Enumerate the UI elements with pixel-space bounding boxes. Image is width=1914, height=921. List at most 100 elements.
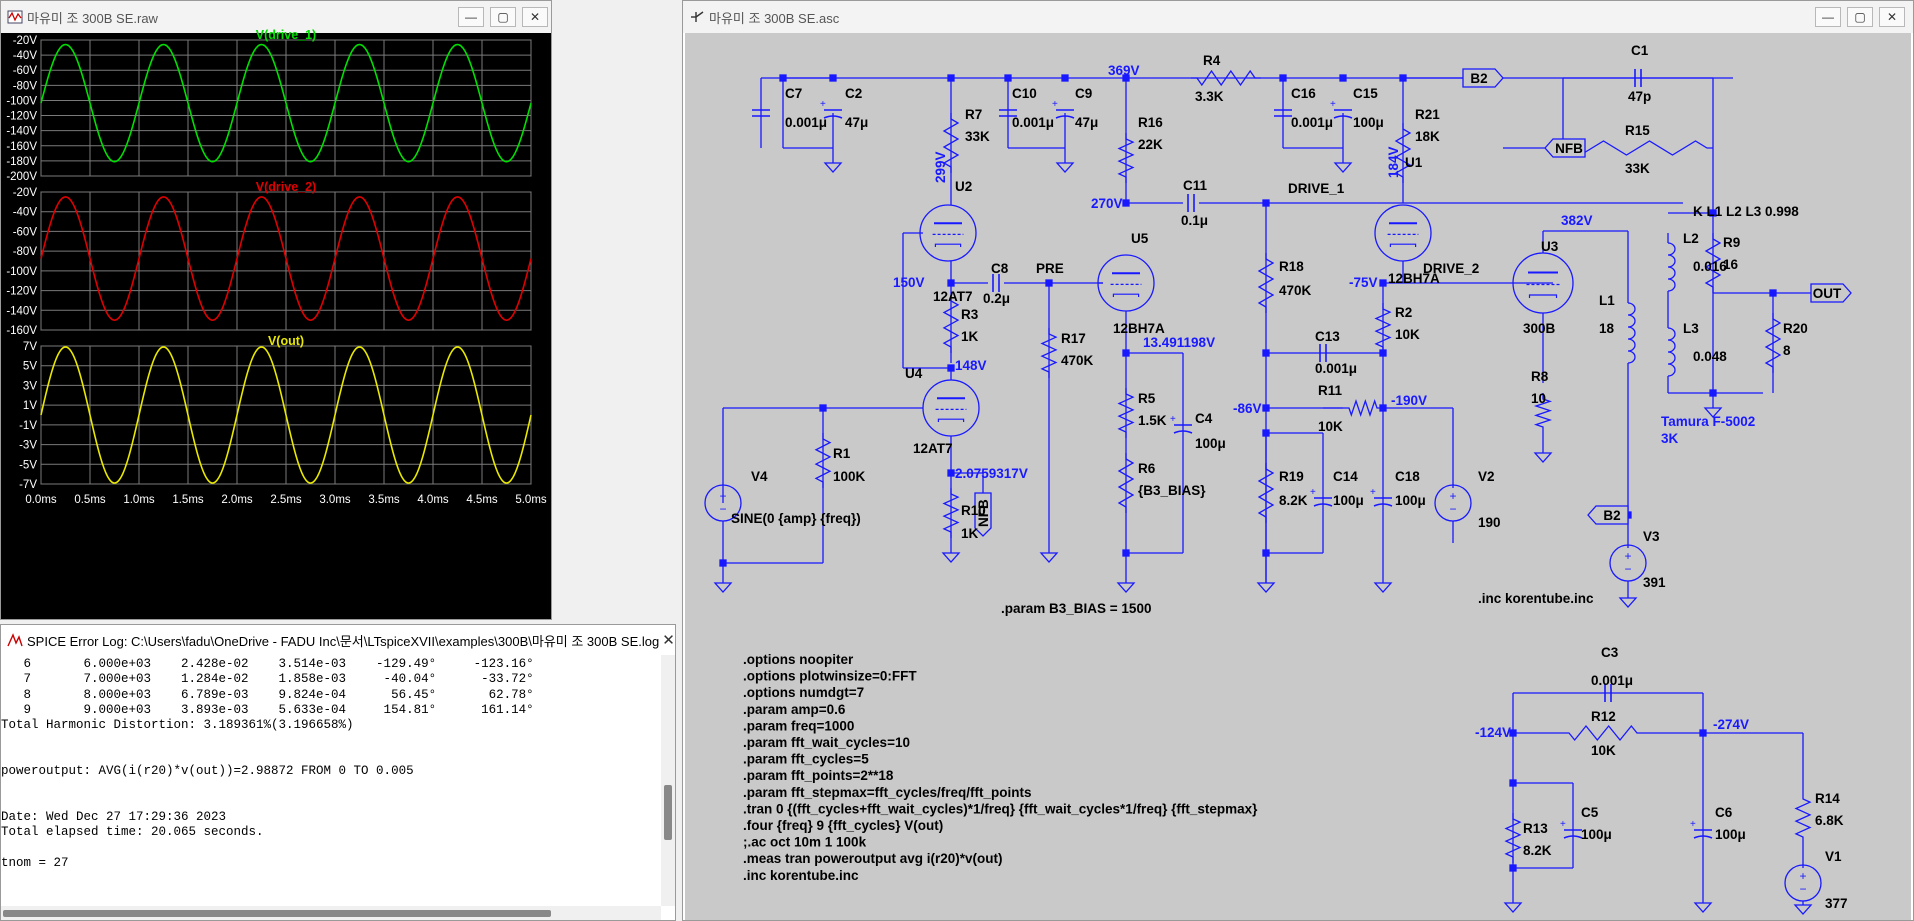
ground-symbol <box>1793 904 1813 915</box>
polarity-mark: − <box>1799 882 1806 896</box>
x-tick-label: 4.0ms <box>417 494 449 506</box>
schematic-minimize-button[interactable]: — <box>1815 7 1841 27</box>
y-tick-label: -7V <box>19 479 37 491</box>
ground-symbol <box>1533 452 1553 463</box>
trace-line[interactable] <box>40 43 532 163</box>
log-horizontal-scrollbar[interactable] <box>1 906 661 920</box>
component-value: 8 <box>1783 343 1791 358</box>
node-voltage: 369V <box>1108 63 1140 78</box>
component-ref: U5 <box>1131 231 1149 246</box>
component-value: 470K <box>1061 353 1094 368</box>
y-tick-label: 3V <box>23 380 37 392</box>
voltage-source-symbol <box>1434 484 1472 522</box>
close-button[interactable]: ✕ <box>522 7 548 27</box>
component-value: 10K <box>1318 419 1343 434</box>
node-voltage: 270V <box>1091 196 1123 211</box>
log-close-button[interactable]: ✕ <box>662 632 675 649</box>
polarity-mark: + <box>1799 869 1806 883</box>
maximize-button[interactable]: ▢ <box>490 7 516 27</box>
component-value: 18K <box>1415 129 1440 144</box>
spice-directive: .param fft_wait_cycles=10 <box>743 735 910 750</box>
node-voltage: 150V <box>893 275 925 290</box>
polarity-mark: + <box>1310 487 1316 498</box>
ground-symbol <box>1618 597 1638 608</box>
plot-area[interactable]: -20V-40V-60V-80V-100V-120V-140V-160V-180… <box>1 28 551 619</box>
polarity-mark: − <box>1624 562 1631 576</box>
component-ref: C1 <box>1631 43 1649 58</box>
component-value: 0.001μ <box>1315 361 1357 376</box>
node-voltage: -124V <box>1475 725 1511 740</box>
schematic-canvas[interactable]: +C70.001μC247μR733K+C100.001μC947μ369VR1… <box>683 33 1913 920</box>
log-vertical-scrollbar[interactable] <box>661 655 675 906</box>
trace-title[interactable]: V(drive_1) <box>256 28 316 42</box>
junction-dot <box>1004 74 1012 82</box>
component-value: 12BH7A <box>1388 271 1440 286</box>
component-value: 100μ <box>1715 827 1746 842</box>
ground-symbol <box>941 552 961 563</box>
component-value: 0.001μ <box>785 115 827 130</box>
y-tick-label: -80V <box>13 246 38 258</box>
net-label: OUT <box>1813 286 1842 301</box>
trace-title[interactable]: V(drive_2) <box>256 180 316 194</box>
schematic-close-button[interactable]: ✕ <box>1879 7 1905 27</box>
polarity-mark: + <box>1052 99 1058 110</box>
trace-line[interactable] <box>40 346 532 484</box>
trace-line[interactable] <box>40 196 532 321</box>
component-value: 100μ <box>1581 827 1612 842</box>
polarity-mark: + <box>1624 549 1631 563</box>
component-ref: L2 <box>1683 231 1699 246</box>
y-tick-label: -1V <box>19 420 37 432</box>
minimize-button[interactable]: — <box>458 7 484 27</box>
y-tick-label: -3V <box>19 440 37 452</box>
schematic-parts <box>704 68 1852 915</box>
component-value: 12BH7A <box>1113 321 1165 336</box>
junction-dot <box>1339 74 1347 82</box>
log-vscroll-thumb[interactable] <box>664 785 672 840</box>
log-text-area[interactable]: 6 6.000e+03 2.428e-02 3.514e-03 -129.49°… <box>1 655 661 906</box>
capacitor-plate <box>1333 115 1353 119</box>
component-ref: R13 <box>1523 821 1548 836</box>
component-ref: R16 <box>1138 115 1163 130</box>
x-tick-label: 2.5ms <box>270 494 302 506</box>
component-ref: R1 <box>833 446 851 461</box>
component-ref: C3 <box>1601 645 1619 660</box>
component-ref: C13 <box>1315 329 1340 344</box>
log-line: Total Harmonic Distortion: 3.189361%(3.1… <box>1 718 354 733</box>
y-tick-label: -120V <box>6 111 37 123</box>
polarity-mark: + <box>820 99 826 110</box>
net-port <box>1810 283 1852 303</box>
capacitor-plate <box>1373 503 1393 507</box>
log-line: 8 8.000e+03 6.789e-03 9.824e-04 56.45° 6… <box>1 687 534 702</box>
schematic-maximize-button[interactable]: ▢ <box>1847 7 1873 27</box>
net-label: DRIVE_1 <box>1288 181 1345 196</box>
spice-directive: .param fft_points=2**18 <box>743 768 894 783</box>
ground-symbol <box>1503 902 1523 913</box>
net-port <box>1462 68 1504 88</box>
component-value: 1K <box>961 329 979 344</box>
waveform-plots[interactable]: -20V-40V-60V-80V-100V-120V-140V-160V-180… <box>1 28 551 619</box>
y-tick-label: -40V <box>13 50 38 62</box>
log-titlebar[interactable]: SPICE Error Log: C:\Users\fadu\OneDrive … <box>1 625 675 655</box>
log-line: poweroutput: AVG(i(r20)*v(out))=2.98872 … <box>1 764 414 779</box>
net-port <box>1544 138 1586 158</box>
junction-dot <box>1262 549 1270 557</box>
node-voltage: -274V <box>1713 717 1749 732</box>
ground-symbol <box>1039 552 1059 563</box>
trace-title[interactable]: V(out) <box>268 334 304 348</box>
net-port <box>1587 505 1629 525</box>
component-ref: C16 <box>1291 86 1316 101</box>
waveform-window: 마유미 조 300B SE.raw — ▢ ✕ -20V-40V-60V-80V… <box>0 0 552 620</box>
log-hscroll-thumb[interactable] <box>3 910 551 917</box>
capacitor-plate <box>1173 430 1193 434</box>
component-value: 0.1μ <box>1181 213 1208 228</box>
vacuum-tube-symbol <box>1512 252 1574 314</box>
coupling-directive: K L1 L2 L3 0.998 <box>1693 204 1799 219</box>
y-tick-label: -200V <box>6 171 37 183</box>
junction-dot <box>1509 864 1517 872</box>
component-ref: R12 <box>1591 709 1616 724</box>
schematic-titlebar[interactable]: 마유미 조 300B SE.asc — ▢ ✕ <box>683 1 1913 33</box>
spice-directive: .tran 0 {(fft_cycles+fft_wait_cycles)*1/… <box>743 801 1258 816</box>
component-value: 33K <box>965 129 990 144</box>
waveform-titlebar[interactable]: 마유미 조 300B SE.raw — ▢ ✕ <box>1 1 551 33</box>
